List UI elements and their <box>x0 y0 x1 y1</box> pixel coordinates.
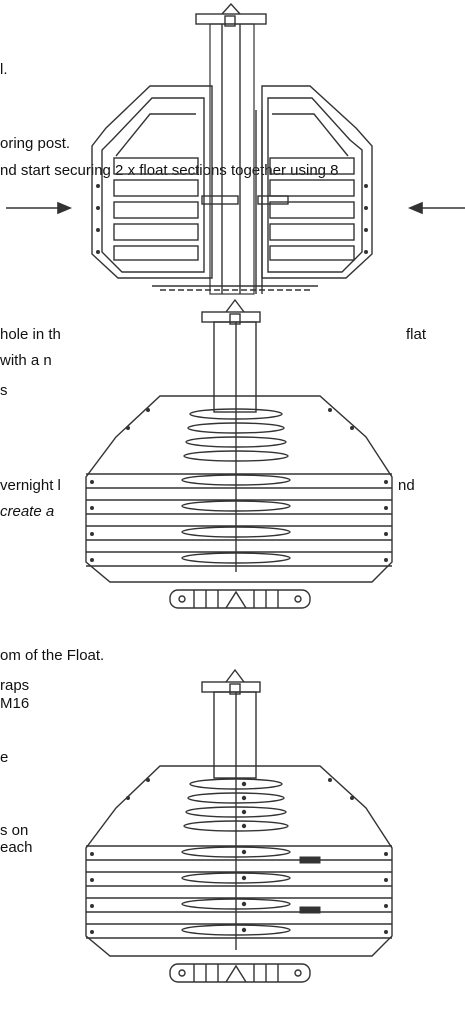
text-fragment-16: each <box>0 839 33 856</box>
text-fragment-2: oring post. <box>0 135 71 152</box>
text-fragment-7: s <box>0 382 8 399</box>
text-fragment-14: e <box>0 749 9 766</box>
text-fragment-10: create a <box>0 503 55 520</box>
text-fragment-12: raps <box>0 677 30 694</box>
float-assembly-diagram-2 <box>85 298 393 609</box>
text-fragment-8: vernight l <box>0 477 61 494</box>
float-assembly-diagram-1 <box>6 2 465 295</box>
float-assembly-diagram-3 <box>85 668 393 983</box>
text-fragment-5: flat <box>406 326 427 343</box>
text-fragment-1: l. <box>0 61 8 78</box>
text-fragment-13: M16 <box>0 695 30 712</box>
text-fragment-9: nd <box>398 477 415 494</box>
text-fragment-6: with a n <box>0 352 52 369</box>
text-fragment-4: hole in th <box>0 326 61 343</box>
text-fragment-11: om of the Float. <box>0 647 105 664</box>
text-fragment-15: s on <box>0 822 29 839</box>
